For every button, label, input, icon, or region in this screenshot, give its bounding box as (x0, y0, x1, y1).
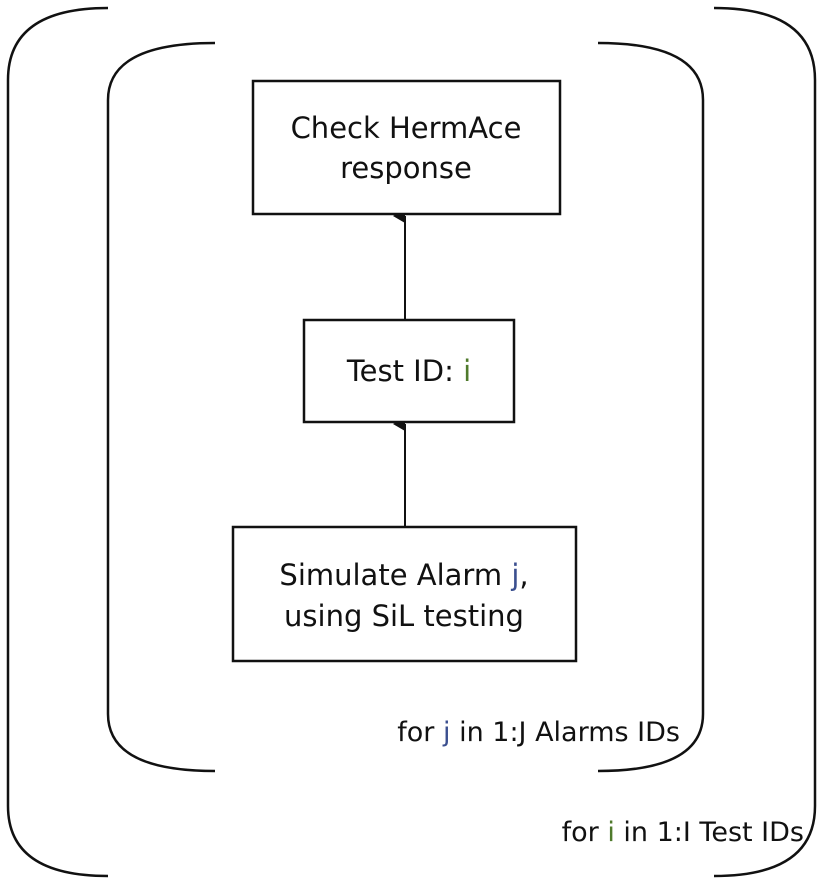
inner-loop-label-prefix: for (397, 717, 443, 748)
outer-loop-var-i: i (607, 817, 615, 848)
outer-loop-label: for i in 1:I Test IDs (562, 817, 804, 848)
node-check-response: Check HermAce response (251, 79, 562, 216)
node-simulate-alarm: Simulate Alarm j, using SiL testing (231, 525, 578, 663)
node-check-line2: response (340, 151, 472, 185)
inner-loop-right-bracket (597, 41, 705, 773)
outer-loop-right-bracket (713, 6, 817, 878)
node-simulate-line1: Simulate Alarm j, (279, 558, 528, 592)
outer-loop-left-bracket (6, 6, 109, 878)
node-test-box (302, 318, 516, 424)
node-simulate-var-j: j (510, 558, 519, 592)
inner-loop-left-bracket (106, 41, 216, 773)
node-test-var-i: i (463, 354, 471, 388)
inner-loop-var-j: j (442, 717, 451, 748)
node-test-prefix: Test ID: (346, 354, 463, 388)
node-simulate-line1-prefix: Simulate Alarm (279, 558, 511, 592)
node-check-box (251, 79, 562, 216)
node-test-id: Test ID: i (302, 318, 516, 424)
node-check-line1: Check HermAce (291, 111, 522, 145)
outer-loop-label-suffix: in 1:I Test IDs (615, 817, 804, 848)
outer-loop-label-prefix: for (562, 817, 608, 848)
node-test-label: Test ID: i (346, 354, 471, 388)
node-simulate-line1-suffix: , (519, 558, 528, 592)
inner-loop-label: for j in 1:J Alarms IDs (397, 717, 680, 748)
inner-loop-label-suffix: in 1:J Alarms IDs (450, 717, 680, 748)
node-simulate-line2: using SiL testing (284, 599, 524, 633)
node-simulate-box (231, 525, 578, 663)
